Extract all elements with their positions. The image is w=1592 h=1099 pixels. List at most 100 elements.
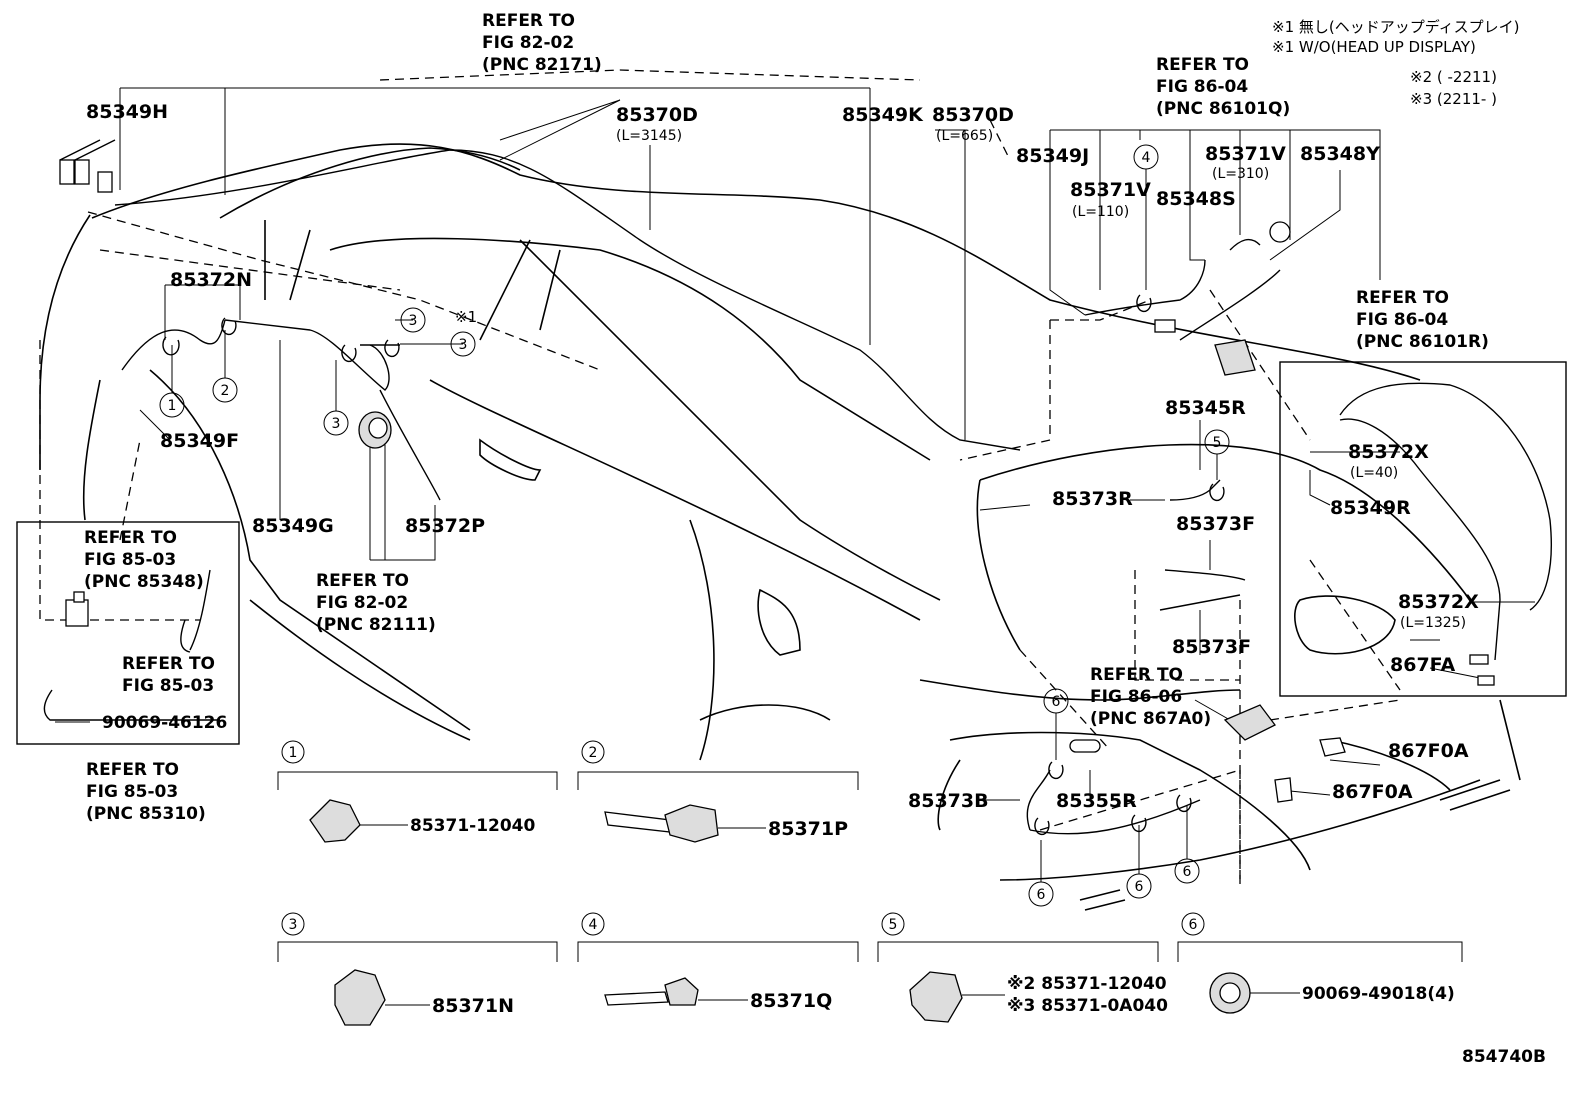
leader-lines bbox=[55, 87, 1535, 801]
vehicle-body-outline bbox=[39, 143, 1521, 911]
detail-box-2: 2 85371P bbox=[577, 740, 859, 843]
note-3: ※3 (2211- ) bbox=[1410, 90, 1497, 108]
note-1-en: ※1 W/O(HEAD UP DISPLAY) bbox=[1272, 38, 1476, 56]
label-85370D-a-length: (L=3145) bbox=[616, 128, 682, 144]
ref-8202b-line1: REFER TO bbox=[316, 571, 409, 591]
detail-box-1-part: 85371-12040 bbox=[410, 816, 536, 836]
detail-box-4: 4 85371Q bbox=[577, 912, 859, 1012]
ref-8604a-line2: FIG 86-04 bbox=[1156, 77, 1248, 97]
label-85348S: 85348S bbox=[1156, 188, 1236, 210]
callout-markers: 1 2 3 3 3 4 5 6 6 6 6 bbox=[159, 144, 1230, 907]
note-1-jp: ※1 無し(ヘッドアップディスプレイ) bbox=[1272, 18, 1520, 36]
dashed-guide-lines bbox=[39, 69, 1401, 890]
detail-box-1-number: 1 bbox=[289, 745, 298, 761]
detail-box-1: 1 85371-12040 bbox=[277, 740, 558, 843]
ref-8604a-line3: (PNC 86101Q) bbox=[1156, 99, 1290, 119]
ref-8503c-line2: FIG 85-03 bbox=[86, 782, 178, 802]
detail-box-4-part: 85371Q bbox=[750, 990, 832, 1012]
label-85370D-b: 85370D bbox=[932, 104, 1014, 126]
label-867FA: 867FA bbox=[1390, 654, 1455, 676]
label-85348Y: 85348Y bbox=[1300, 143, 1380, 165]
ref-8503a-line2: FIG 85-03 bbox=[84, 550, 176, 570]
callout-number: 3 bbox=[459, 337, 468, 353]
ref-8604b-line1: REFER TO bbox=[1356, 288, 1449, 308]
label-85349R: 85349R bbox=[1330, 497, 1411, 519]
label-85373R: 85373R bbox=[1052, 488, 1133, 510]
rear-inset-box bbox=[1279, 361, 1567, 697]
clamp-rings bbox=[162, 294, 1225, 836]
callout-number: 4 bbox=[1142, 150, 1151, 166]
detail-box-6-number: 6 bbox=[1189, 917, 1198, 933]
detail-boxes: 1 85371-12040 2 85371P 3 85371N bbox=[277, 740, 1463, 1026]
label-867F0A-a: 867F0A bbox=[1388, 740, 1469, 762]
notes: ※1 無し(ヘッドアップディスプレイ) ※1 W/O(HEAD UP DISPL… bbox=[455, 18, 1520, 326]
ref-8503b-line1: REFER TO bbox=[122, 654, 215, 674]
detail-box-3: 3 85371N bbox=[277, 912, 558, 1026]
label-85349H: 85349H bbox=[86, 101, 168, 123]
callout-number: 2 bbox=[221, 383, 230, 399]
ref-8604b-line2: FIG 86-04 bbox=[1356, 310, 1448, 330]
ref-8503b-line2: FIG 85-03 bbox=[122, 676, 214, 696]
note-2: ※2 ( -2211) bbox=[1410, 68, 1497, 86]
ref-8606-line1: REFER TO bbox=[1090, 665, 1183, 685]
label-85372X-b: 85372X bbox=[1398, 591, 1479, 613]
label-85349K: 85349K bbox=[842, 104, 924, 126]
detail-box-5-number: 5 bbox=[889, 917, 898, 933]
callout-number: 1 bbox=[168, 398, 177, 414]
callout-number: 3 bbox=[332, 416, 341, 432]
label-85371V-a: 85371V bbox=[1070, 179, 1151, 201]
label-85373F-b: 85373F bbox=[1172, 636, 1251, 658]
detail-box-5: 5 ※2 85371-12040 ※3 85371-0A040 bbox=[877, 912, 1168, 1023]
ref-8503a-line3: (PNC 85348) bbox=[84, 572, 204, 592]
callout-number: 6 bbox=[1183, 864, 1192, 880]
label-85371V-b-length: (L=310) bbox=[1212, 166, 1269, 182]
detail-box-6: 6 90069-49018(4) bbox=[1177, 912, 1463, 1014]
ref-top-line3: (PNC 82171) bbox=[482, 55, 602, 75]
callout-number: 6 bbox=[1052, 694, 1061, 710]
ref-8503a-line1: REFER TO bbox=[84, 528, 177, 548]
detail-box-3-part: 85371N bbox=[432, 995, 514, 1017]
callout-number: 3 bbox=[409, 313, 418, 329]
detail-box-2-number: 2 bbox=[589, 745, 598, 761]
ref-8503c-line1: REFER TO bbox=[86, 760, 179, 780]
detail-box-3-number: 3 bbox=[289, 917, 298, 933]
callout-number: 6 bbox=[1037, 887, 1046, 903]
ref-8604b-line3: (PNC 86101R) bbox=[1356, 332, 1489, 352]
label-85373F-a: 85373F bbox=[1176, 513, 1255, 535]
ref-8202b-line2: FIG 82-02 bbox=[316, 593, 408, 613]
label-85349F: 85349F bbox=[160, 430, 239, 452]
ref-8503c-line3: (PNC 85310) bbox=[86, 804, 206, 824]
label-85372P: 85372P bbox=[405, 515, 485, 537]
ref-8604a-line1: REFER TO bbox=[1156, 55, 1249, 75]
part-drawings bbox=[59, 139, 1495, 803]
label-85371V-b: 85371V bbox=[1205, 143, 1286, 165]
detail-box-6-part: 90069-49018(4) bbox=[1302, 984, 1455, 1004]
label-85355R: 85355R bbox=[1056, 790, 1137, 812]
callout-number: 6 bbox=[1135, 879, 1144, 895]
label-85349J: 85349J bbox=[1016, 145, 1089, 167]
detail-box-5-part-a: ※2 85371-12040 bbox=[1007, 974, 1167, 994]
label-85371V-a-length: (L=110) bbox=[1072, 204, 1129, 220]
label-85372X-a-length: (L=40) bbox=[1350, 465, 1398, 481]
callout-number: 5 bbox=[1213, 435, 1222, 451]
label-85372X-a: 85372X bbox=[1348, 441, 1429, 463]
label-85372X-b-length: (L=1325) bbox=[1400, 615, 1466, 631]
detail-box-4-number: 4 bbox=[589, 917, 598, 933]
ref-top-line1: REFER TO bbox=[482, 11, 575, 31]
label-90069-46126: 90069-46126 bbox=[102, 713, 227, 733]
harness-lines bbox=[43, 149, 1552, 835]
reference-blocks: REFER TO FIG 82-02 (PNC 82171) REFER TO … bbox=[84, 11, 1489, 824]
note-marker-x1: ※1 bbox=[455, 308, 477, 326]
part-labels: 85349H 85370D (L=3145) 85349K 85370D (L=… bbox=[86, 101, 1479, 812]
label-85345R: 85345R bbox=[1165, 397, 1246, 419]
label-85349G: 85349G bbox=[252, 515, 334, 537]
detail-box-2-part: 85371P bbox=[768, 818, 848, 840]
ref-8202b-line3: (PNC 82111) bbox=[316, 615, 436, 635]
ref-top-line2: FIG 82-02 bbox=[482, 33, 574, 53]
label-867F0A-b: 867F0A bbox=[1332, 781, 1413, 803]
label-85370D-a: 85370D bbox=[616, 104, 698, 126]
label-85370D-b-length: (L=665) bbox=[936, 128, 993, 144]
ref-8606-line3: (PNC 867A0) bbox=[1090, 709, 1211, 729]
